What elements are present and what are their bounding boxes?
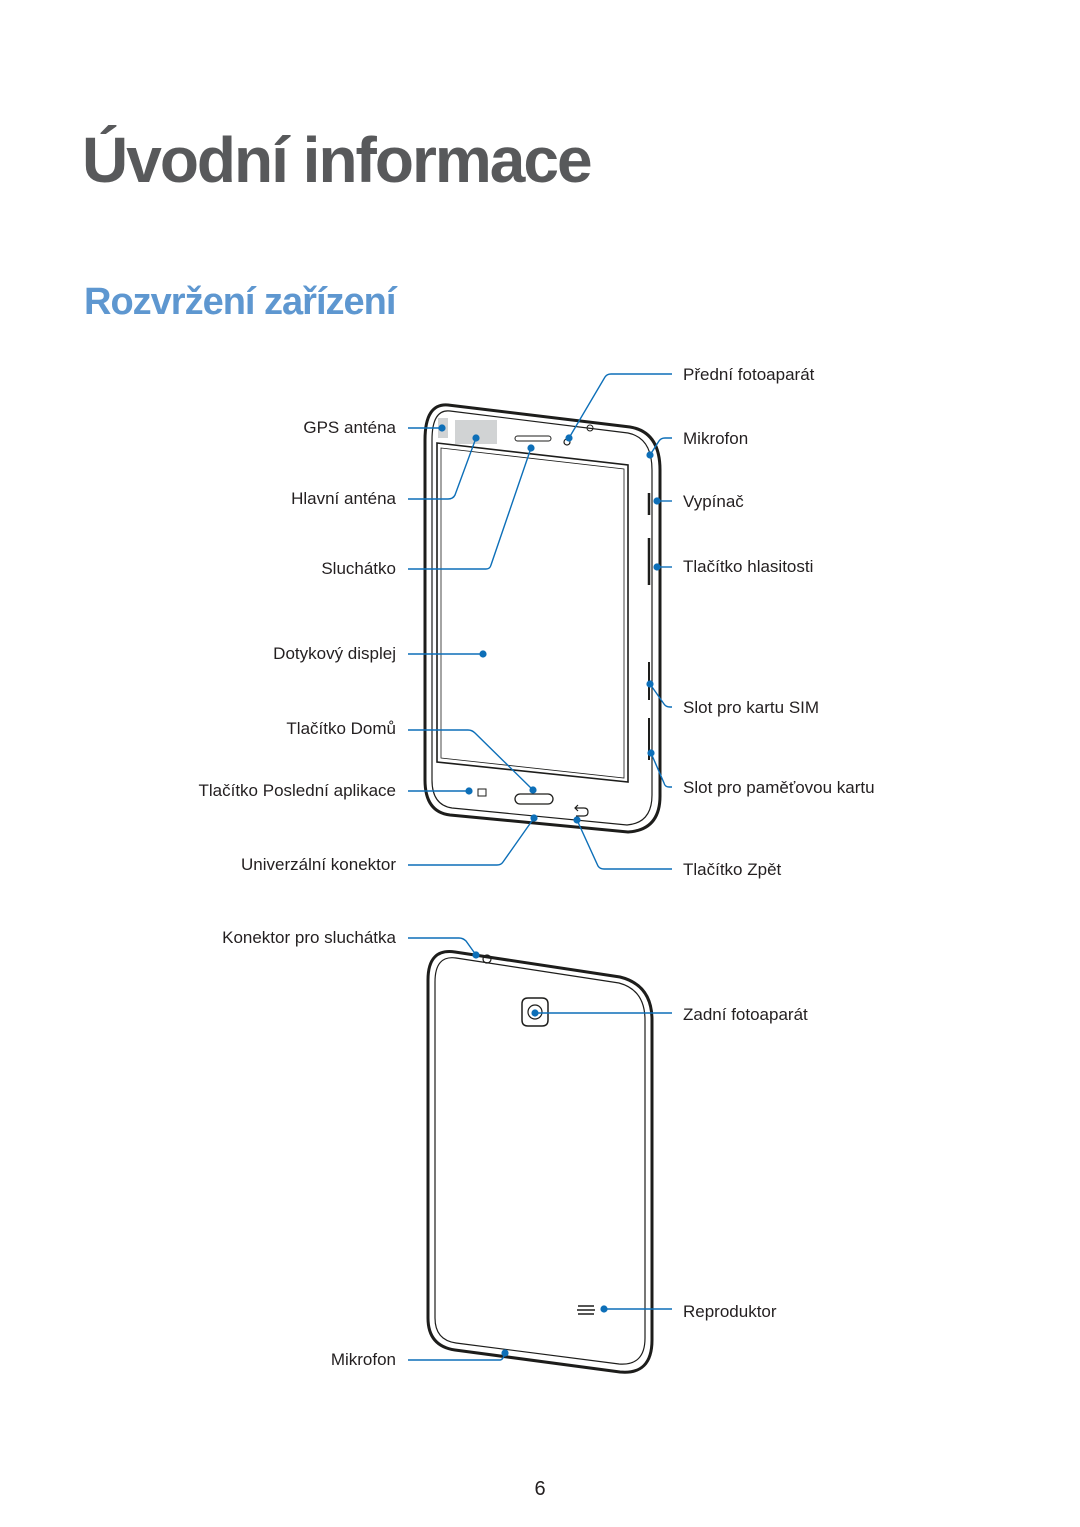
- label-microphone-top: Mikrofon: [683, 429, 749, 448]
- dot-home-button: [529, 786, 537, 794]
- dot-sim-slot: [646, 680, 654, 688]
- recent-apps-icon: [477, 788, 487, 797]
- dot-power: [653, 497, 661, 505]
- callout-microphone-top: [649, 437, 672, 456]
- dot-multipurpose-jack: [530, 814, 538, 822]
- chapter-title: Úvodní informace: [82, 124, 593, 196]
- page-number: 6: [534, 1478, 546, 1500]
- label-sim-slot: Slot pro kartu SIM: [683, 698, 820, 717]
- dot-rear-camera: [531, 1009, 539, 1017]
- speaker-grille: [577, 1305, 595, 1315]
- label-volume-button: Tlačítko hlasitosti: [683, 557, 814, 576]
- dot-volume: [653, 563, 661, 571]
- home-button-shape: [514, 793, 554, 805]
- callout-lines: [408, 373, 672, 1361]
- label-touchscreen: Dotykový displej: [273, 644, 396, 663]
- callout-earpiece: [408, 447, 532, 570]
- label-microphone-bottom: Mikrofon: [330, 1350, 396, 1369]
- dot-memory-slot: [647, 749, 655, 757]
- front-screen: [436, 442, 629, 783]
- label-earpiece: Sluchátko: [321, 559, 396, 578]
- label-gps-antenna: GPS anténa: [303, 418, 396, 437]
- label-memory-card-slot: Slot pro paměťovou kartu: [683, 778, 875, 797]
- earpiece-grille: [514, 435, 552, 442]
- dot-main-antenna: [472, 434, 480, 442]
- callout-home-button: [408, 729, 534, 791]
- rear-camera-housing: [521, 997, 549, 1027]
- dot-earpiece: [527, 444, 535, 452]
- dot-recent-apps: [465, 787, 473, 795]
- dot-front-camera: [565, 434, 573, 442]
- dot-touchscreen: [479, 650, 487, 658]
- dot-headset-jack: [472, 951, 480, 959]
- top-jack-hole: [586, 424, 594, 432]
- callout-back-button: [576, 819, 672, 870]
- callout-multipurpose-jack: [408, 817, 535, 866]
- back-device-body: [426, 950, 654, 1374]
- label-headset-jack: Konektor pro sluchátka: [222, 928, 396, 947]
- back-device-inner-edge: [434, 957, 646, 1365]
- label-rear-camera: Zadní fotoaparát: [683, 1005, 808, 1024]
- dot-gps-antenna: [438, 424, 446, 432]
- label-speaker: Reproduktor: [683, 1302, 777, 1321]
- label-front-camera: Přední fotoaparát: [683, 365, 815, 384]
- label-recent-apps-button: Tlačítko Poslední aplikace: [198, 781, 397, 800]
- back-icon: [574, 804, 589, 817]
- dot-microphone-bottom: [501, 1349, 509, 1357]
- section-title: Rozvržení zařízení: [84, 281, 396, 323]
- callout-headset-jack: [408, 937, 477, 956]
- dot-speaker: [600, 1305, 608, 1313]
- callout-sim-slot: [649, 683, 672, 708]
- label-main-antenna: Hlavní anténa: [291, 489, 396, 508]
- rear-camera-lens: [527, 1004, 543, 1020]
- callout-main-antenna: [408, 437, 477, 500]
- callout-front-camera: [568, 373, 672, 439]
- callout-memory-slot: [650, 752, 672, 788]
- label-home-button: Tlačítko Domů: [286, 719, 396, 738]
- dot-back-button: [573, 816, 581, 824]
- back-view: [426, 950, 654, 1374]
- dot-microphone-top: [646, 451, 654, 459]
- front-view: [423, 403, 662, 834]
- label-multipurpose-jack: Univerzální konektor: [241, 855, 396, 874]
- label-power-button: Vypínač: [683, 492, 744, 511]
- callout-dots: [438, 424, 661, 1357]
- headset-jack-hole: [482, 954, 492, 964]
- label-back-button: Tlačítko Zpět: [683, 860, 782, 879]
